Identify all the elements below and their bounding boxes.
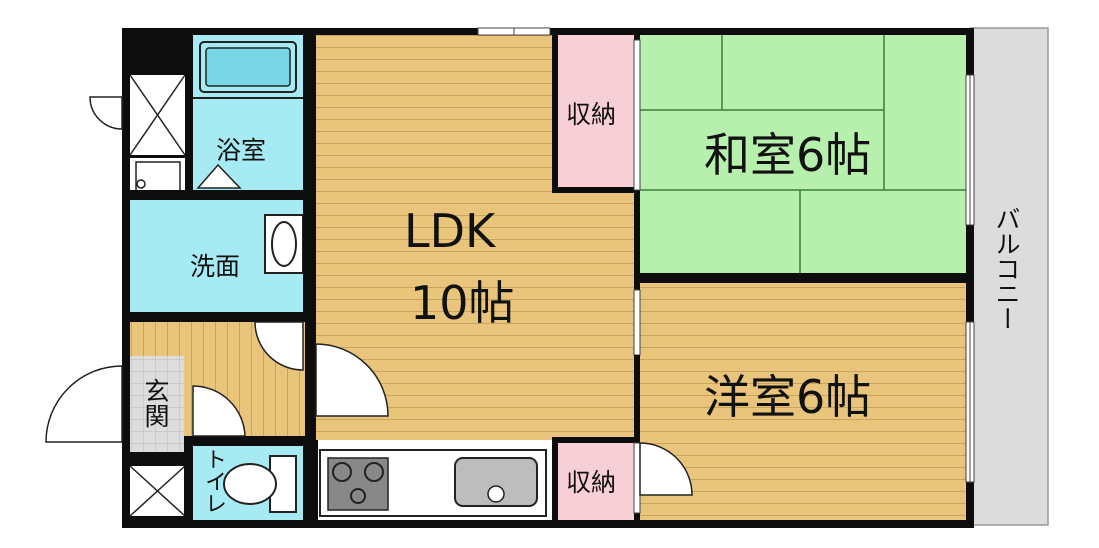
- washer-pan-icon: [135, 161, 181, 195]
- balcony-area: [969, 27, 1049, 526]
- washroom-label: 洗面: [190, 252, 241, 281]
- shower-icon: [196, 163, 242, 189]
- tatami-grid: [640, 35, 966, 273]
- youshitsu-label: 洋室6帖: [704, 370, 872, 424]
- entrance-label: 玄関: [141, 378, 170, 428]
- storage-bottom-floor: [558, 443, 634, 520]
- entrance-floor: [130, 356, 184, 452]
- storage-top-label: 収納: [566, 100, 617, 129]
- stove-icon: [327, 457, 389, 511]
- storage-bottom-label: 収納: [566, 468, 617, 497]
- youshitsu-floor: [640, 283, 966, 520]
- sink-icon: [454, 457, 538, 507]
- windows: [477, 27, 975, 514]
- toilet-label: トイレ: [201, 448, 226, 514]
- washitsu-label: 和室6帖: [704, 128, 872, 182]
- door-swings: [45, 96, 693, 496]
- bath-label: 浴室: [216, 136, 267, 165]
- ldk-label: LDK: [404, 204, 496, 258]
- ldk-size-label: 10帖: [410, 276, 515, 330]
- balcony-label: バルコニー: [992, 206, 1021, 331]
- storage-top-floor: [558, 35, 634, 193]
- bath-left-blank: [130, 35, 185, 75]
- washitsu-floor: [640, 35, 966, 273]
